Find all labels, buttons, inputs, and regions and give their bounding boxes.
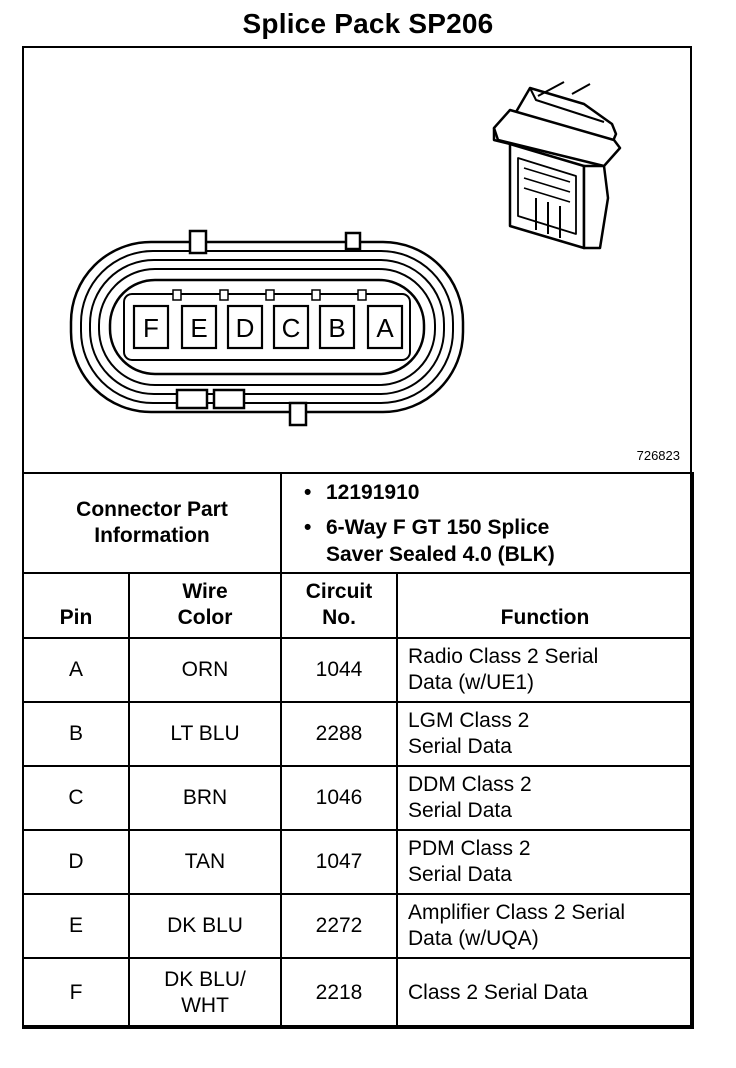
wire-color-cell: LT BLU [128, 701, 282, 767]
wire-color-cell: BRN [128, 765, 282, 831]
latch-top-right [344, 231, 362, 251]
pin-label-d: D [236, 313, 255, 343]
page-title: Splice Pack SP206 [242, 8, 494, 39]
pin-cell: B [22, 701, 130, 767]
header-function: Function [395, 572, 695, 639]
figure-number: 726823 [636, 448, 680, 463]
wire-color-cell: DK BLU [128, 893, 282, 959]
housing-outer [69, 240, 465, 414]
housing-ring-1 [80, 250, 454, 404]
tab-bottom-1 [175, 388, 209, 410]
circuit-cell: 2288 [280, 701, 398, 767]
pin-label-f: F [143, 313, 159, 343]
pin-label-a: A [376, 313, 394, 343]
wire-color-cell: ORN [128, 637, 282, 703]
pin-cell: D [22, 829, 130, 895]
circuit-cell: 1046 [280, 765, 398, 831]
pin-cell: C [22, 765, 130, 831]
part-number: 12191910 [304, 479, 692, 506]
pin-cell: E [22, 893, 130, 959]
pin-cell: A [22, 637, 130, 703]
circuit-cell: 1044 [280, 637, 398, 703]
pin-cavity-e [180, 304, 218, 350]
connector-info-label: Connector Part Information [22, 472, 282, 574]
housing-inner [108, 278, 426, 376]
connector-description-cont: Saver Sealed 4.0 (BLK) [326, 542, 555, 566]
pin-cavity-c [272, 304, 310, 350]
latch-top-left [188, 229, 208, 255]
pin-cavity-b [318, 304, 356, 350]
tab-bottom-2 [212, 388, 246, 410]
pin-label-e: E [190, 313, 207, 343]
circuit-cell: 2218 [280, 957, 398, 1029]
pin-cavity-f [132, 304, 170, 350]
connector-info-row: Connector Part Information 12191910 6-Wa… [22, 472, 695, 574]
connector-description: 6-Way F GT 150 Splice [304, 514, 692, 541]
function-cell: Class 2 Serial Data [395, 957, 695, 1029]
housing-ring-2 [89, 259, 445, 395]
circuit-cell: 1047 [280, 829, 398, 895]
circuit-cell: 2272 [280, 893, 398, 959]
pin-label-c: C [282, 313, 301, 343]
connector-info-details: 12191910 6-Way F GT 150 Splice Saver Sea… [279, 472, 695, 574]
pin-cell: F [22, 957, 130, 1029]
housing-ring-3 [98, 268, 436, 386]
connector-pinout-table: Connector Part Information 12191910 6-Wa… [22, 472, 695, 1029]
connector-diagram: F E D C B A [69, 81, 622, 427]
pin-label-b: B [328, 313, 345, 343]
key-bottom [288, 401, 308, 427]
pin-cavity-d [226, 304, 264, 350]
table-row: F DK BLU/WHT 2218 Class 2 Serial Data [22, 957, 695, 1029]
connector-face-view [69, 229, 465, 427]
header-pin: Pin [22, 572, 130, 639]
connector-isometric-view [492, 81, 622, 250]
pin-cavity-a [366, 304, 404, 350]
wire-color-cell: TAN [128, 829, 282, 895]
wire-color-cell: DK BLU/WHT [128, 957, 282, 1029]
